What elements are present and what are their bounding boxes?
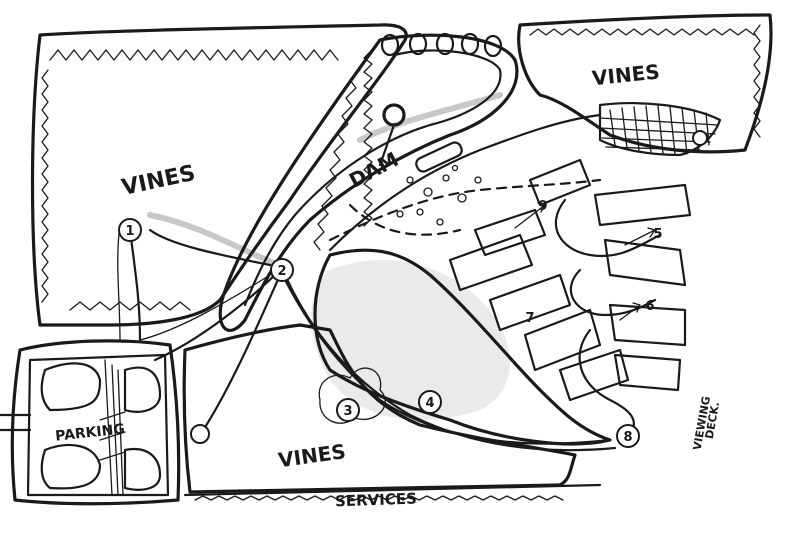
- label-services: SERVICES: [335, 490, 417, 511]
- marker-1: 1: [118, 218, 142, 242]
- dam-wavy-edge: [363, 49, 373, 227]
- walking-path-3: [578, 328, 635, 437]
- gate-circle: [190, 424, 210, 444]
- parking-entry: [0, 413, 32, 432]
- marker-5: 5: [653, 227, 662, 242]
- left-vines-boundary: [30, 23, 408, 327]
- parking-hatch: [99, 359, 126, 496]
- dam-jetty: [415, 141, 463, 173]
- tree-blob-1: [318, 367, 386, 424]
- label-deck: DECK.: [703, 401, 722, 440]
- access-road-5: [139, 274, 271, 341]
- marker-8: 8: [616, 424, 640, 448]
- left-vines-wavy-bottom: [69, 301, 191, 311]
- marker-7-label: 7: [525, 311, 534, 326]
- access-road-6: [148, 228, 272, 267]
- marker-2: 2: [270, 258, 294, 282]
- left-vines-wavy-edge: [49, 49, 339, 61]
- label-vines-right: VINES: [591, 59, 661, 90]
- marker-4-label: 4: [425, 396, 434, 411]
- left-vines-wavy-edge-3: [313, 69, 361, 251]
- right-vines-boundary: [517, 13, 773, 154]
- label-dam: DAM: [345, 147, 402, 193]
- dam-pump-circle: [382, 103, 406, 127]
- marker-2-label: 2: [277, 264, 286, 279]
- walking-path-1: [554, 198, 662, 258]
- dam-oval-3: [435, 32, 455, 56]
- dam-outline: [218, 33, 519, 332]
- marker-9-label: 9: [538, 199, 547, 214]
- dashed-track-2: [348, 203, 462, 236]
- marker-7: 7: [525, 311, 534, 326]
- central-road: [328, 113, 602, 252]
- marker-1-label: 1: [125, 224, 134, 239]
- marker-8-label: 8: [623, 430, 632, 445]
- services-road: [183, 483, 602, 497]
- marker-3-label: 3: [343, 404, 352, 419]
- bottom-vines-boundary: [182, 323, 577, 494]
- marker-6: 6: [645, 299, 654, 314]
- parking-bay-4: [123, 447, 162, 491]
- services-road-edge: [194, 495, 564, 501]
- arrow-9: [514, 202, 546, 229]
- access-road-4: [198, 273, 282, 437]
- soft-shadow-path: [147, 212, 293, 273]
- building-pads: [448, 158, 692, 402]
- arrow-5: [624, 227, 656, 246]
- walking-path-2: [569, 268, 657, 317]
- dam-oval-2: [408, 32, 428, 56]
- parking-bay-1: [40, 362, 102, 412]
- dam-oval-4: [460, 32, 480, 56]
- access-road-8: [117, 224, 121, 341]
- label-vines-left: VINES: [120, 161, 198, 201]
- left-vines-wavy-edge-2: [41, 69, 49, 303]
- parking-inner: [26, 353, 170, 497]
- dam-outlet-circle: [692, 130, 708, 146]
- marker-4: 4: [418, 390, 442, 414]
- dam-inner-edge: [243, 49, 502, 307]
- right-vines-wavy: [529, 28, 755, 36]
- right-vines-wavy-2: [753, 24, 761, 138]
- access-road-7: [128, 228, 142, 342]
- dashed-track: [328, 178, 602, 242]
- marker-6-label: 6: [645, 299, 654, 314]
- label-parking: PARKING: [54, 421, 125, 444]
- dam-oval-1: [380, 33, 400, 57]
- marker-9: 9: [538, 199, 547, 214]
- dam-pump-line: [378, 123, 396, 167]
- dam-oval-5: [483, 34, 503, 58]
- parking-outline: [10, 339, 181, 506]
- dam-dots: [396, 164, 482, 226]
- marker-3: 3: [336, 398, 360, 422]
- marker-5-label: 5: [653, 227, 662, 242]
- soft-shadow-dam: [357, 92, 503, 143]
- parking-bay-3: [40, 443, 102, 490]
- label-vines-bottom: VINES: [277, 439, 347, 472]
- arrow-6: [619, 302, 641, 321]
- parking-bay-2: [123, 366, 162, 413]
